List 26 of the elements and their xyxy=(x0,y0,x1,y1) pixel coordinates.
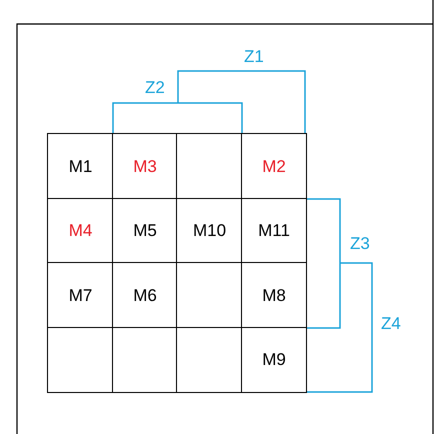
zone-label: Z1 xyxy=(244,48,264,65)
grid-cell xyxy=(47,133,114,200)
grid-cell xyxy=(241,327,307,393)
zone-label: Z4 xyxy=(381,315,401,332)
cell-label: M10 xyxy=(192,221,226,241)
grid-cell xyxy=(112,198,178,264)
grid-cell xyxy=(47,262,114,329)
cell-label: M8 xyxy=(262,286,286,306)
cell-label: M3 xyxy=(133,156,157,176)
cell-label: M11 xyxy=(258,221,290,241)
cell-label: M2 xyxy=(262,156,286,176)
grid-cell xyxy=(241,198,307,264)
cell-label: M1 xyxy=(68,156,92,176)
cell-label: M4 xyxy=(68,221,92,241)
cell-label: M5 xyxy=(133,221,157,241)
grid-cell xyxy=(176,198,243,264)
grid-cell xyxy=(241,262,307,329)
zone-label: Z2 xyxy=(145,79,165,96)
cell-label: M6 xyxy=(133,286,157,306)
cell-label: M9 xyxy=(262,350,286,370)
grid-cell xyxy=(47,198,114,264)
grid-cell xyxy=(112,133,178,200)
cell-label: M7 xyxy=(68,286,92,306)
grid-cell xyxy=(112,262,178,329)
grid-cell xyxy=(241,133,307,200)
zone-label: Z3 xyxy=(350,235,370,252)
